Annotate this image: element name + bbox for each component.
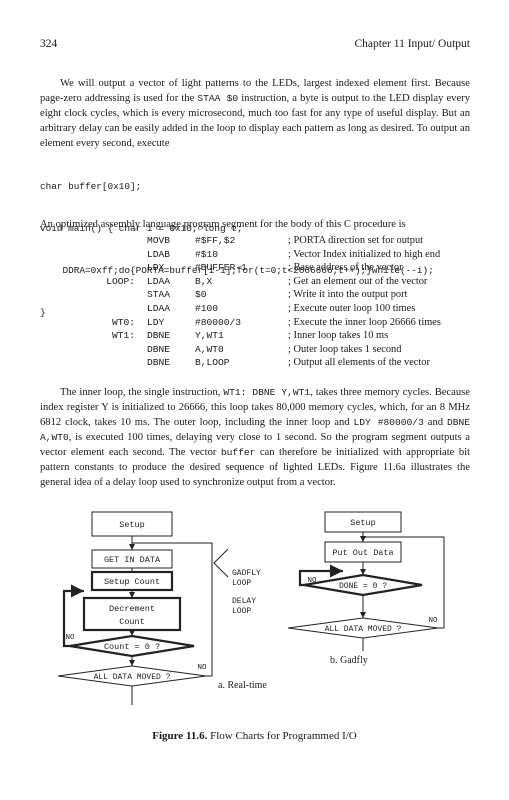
- asm-op: DBNE: [147, 330, 171, 342]
- asm-row: WT1: DBNE Y,WT1 ; Inner loop takes 10 ms: [40, 330, 480, 344]
- asm-arg: #80000/3: [195, 316, 242, 328]
- asm-op: MOVB: [147, 235, 171, 246]
- body-paragraph: The inner loop, the single instruction, …: [40, 385, 470, 490]
- asm-listing: MOVB #$FF,$2 ; PORTA direction set for out…: [40, 235, 480, 371]
- a-no-label-1: NO: [65, 634, 75, 642]
- b-done-test-label: DONE = 0 ?: [339, 582, 387, 591]
- asm-arg: #$10: [195, 248, 219, 260]
- asm-comment: ; Execute the inner loop 26666 times: [288, 316, 441, 328]
- asm-row: LDAB #$10 ; Vector Index initialized to hi…: [40, 249, 480, 263]
- c-code-line: }: [40, 307, 46, 318]
- figure-caption: Figure 11.6. Flow Charts for Programmed …: [0, 730, 509, 742]
- asm-op: STAA: [147, 289, 171, 301]
- a-setup-count-label: Setup Count: [104, 577, 160, 587]
- asm-arg: #$FF,$2: [195, 235, 236, 246]
- asm-op: LDX: [147, 262, 165, 274]
- asm-row: LOOP: LDAA B,X ; Get an element out of the …: [40, 276, 480, 290]
- asm-row: LDX #BUFFER-1 ; Base address of the vector: [40, 262, 480, 276]
- asm-comment: ; Get an element out of the vector: [288, 275, 428, 287]
- asm-arg: #BUFFER-1: [195, 262, 247, 274]
- asm-op: LDAA: [147, 275, 171, 287]
- gadfly-label: GADFLY: [232, 569, 261, 578]
- asm-comment: ; Base address of the vector: [288, 262, 403, 274]
- b-no-label-1: NO: [307, 577, 317, 585]
- intro-text-2: instruction, a byte is output to the LED…: [40, 93, 470, 149]
- a-decrement-label: Decrement: [109, 604, 155, 614]
- asm-comment: ; Write it into the output port: [288, 289, 408, 301]
- figure-caption-number: Figure 11.6.: [152, 730, 208, 742]
- intro-paragraph: We will output a vector of light pattern…: [40, 76, 470, 151]
- body-text-2: , takes three memory cycles. Because ind…: [40, 387, 471, 428]
- body-code-3: DBNE A,WT0: [40, 417, 470, 443]
- intro-code-1: STAA $0: [197, 93, 239, 104]
- chapter-title: Chapter 11 Input/ Output: [354, 38, 470, 50]
- body-text-3: and: [423, 417, 447, 428]
- a-setup-label: Setup: [119, 520, 145, 530]
- asm-op: LDY: [147, 316, 165, 328]
- asm-comment: ; Execute outer loop 100 times: [288, 302, 416, 314]
- asm-intro: An optimized assembly language program s…: [40, 219, 406, 230]
- gadfly-loop-label: LOOP: [232, 579, 251, 588]
- caption-b: b. Gadfly: [330, 655, 368, 666]
- asm-comment: ; Output all elements of the vector: [288, 357, 430, 369]
- c-code-line: void main() { char i = 0x10; long t;: [40, 223, 243, 234]
- flow-charts-figure: Setup GET IN DATA Setup Count Decrement …: [57, 511, 445, 705]
- asm-comment: ; PORTA direction set for output: [288, 235, 424, 246]
- asm-op: DBNE: [147, 357, 171, 369]
- asm-arg: B,X: [195, 275, 213, 287]
- asm-comment: ; Vector Index initialized to high end: [288, 248, 441, 260]
- asm-arg: Y,WT1: [195, 330, 224, 342]
- c-code-line: DDRA=0xff;do{PORTA=buffer[i-1];for(t=0;t…: [40, 265, 434, 276]
- count-test-diamond: [69, 634, 195, 658]
- asm-op: DBNE: [147, 343, 171, 355]
- c-code-line: char buffer[0x10];: [40, 181, 142, 192]
- asm-comment: ; Outer loop takes 1 second: [288, 343, 402, 355]
- asm-label: LOOP:: [106, 275, 135, 287]
- asm-op: LDAA: [147, 302, 171, 314]
- delay-loop-label: LOOP: [232, 607, 251, 616]
- body-code-1: WT1: DBNE Y,WT1: [223, 387, 311, 398]
- body-code-2: LDY #80000/3: [353, 417, 424, 428]
- b-all-moved-label: ALL DATA MOVED ?: [325, 625, 402, 634]
- intro-text-1: We will output a vector of light pattern…: [40, 78, 470, 104]
- b-setup-label: Setup: [350, 518, 376, 528]
- asm-arg: $0: [195, 289, 207, 301]
- b-no-label-2: NO: [428, 617, 438, 625]
- body-text-4: , is executed 100 times, delaying very c…: [40, 432, 470, 458]
- asm-arg: A,WT0: [195, 343, 224, 355]
- asm-op: LDAB: [147, 248, 171, 260]
- a-count-label: Count: [119, 617, 145, 627]
- a-get-in-data-label: GET IN DATA: [104, 555, 161, 565]
- page-number: 324: [40, 38, 58, 50]
- asm-label: WT0:: [111, 316, 135, 328]
- c-code-block: char buffer[0x10]; void main() { char i …: [40, 152, 470, 334]
- figure-caption-text: Flow Charts for Programmed I/O: [207, 730, 357, 742]
- asm-row: STAA $0 ; Write it into the output port: [40, 289, 480, 303]
- setup-box-a: [91, 511, 173, 537]
- a-count-test-label: Count = 0 ?: [104, 642, 160, 652]
- a-no-label-2: NO: [197, 664, 207, 672]
- asm-arg: #100: [195, 302, 219, 314]
- done-test-diamond: [303, 573, 423, 597]
- asm-row: DBNE B,LOOP ; Output all elements of the v…: [40, 357, 480, 371]
- asm-row: DBNE A,WT0 ; Outer loop takes 1 second: [40, 344, 480, 358]
- asm-comment: ; Inner loop takes 10 ms: [288, 330, 389, 342]
- caption-a: a. Real-time: [218, 680, 267, 691]
- body-text-1: The inner loop, the single instruction,: [60, 387, 224, 398]
- asm-arg: B,LOOP: [195, 357, 230, 369]
- body-code-4: buffer: [220, 447, 256, 458]
- a-all-moved-label: ALL DATA MOVED ?: [94, 673, 171, 682]
- delay-label: DELAY: [232, 597, 256, 606]
- body-text-5: can therefore be initialized with approp…: [40, 447, 470, 488]
- b-put-out-label: Put Out Data: [332, 548, 393, 558]
- asm-row: LDAA #100 ; Execute outer loop 100 times: [40, 303, 480, 317]
- asm-row: WT0: LDY #80000/3 ; Execute the inner loop …: [40, 317, 480, 331]
- asm-label: WT1:: [111, 330, 135, 342]
- asm-row: MOVB #$FF,$2 ; PORTA direction set for out…: [40, 235, 480, 249]
